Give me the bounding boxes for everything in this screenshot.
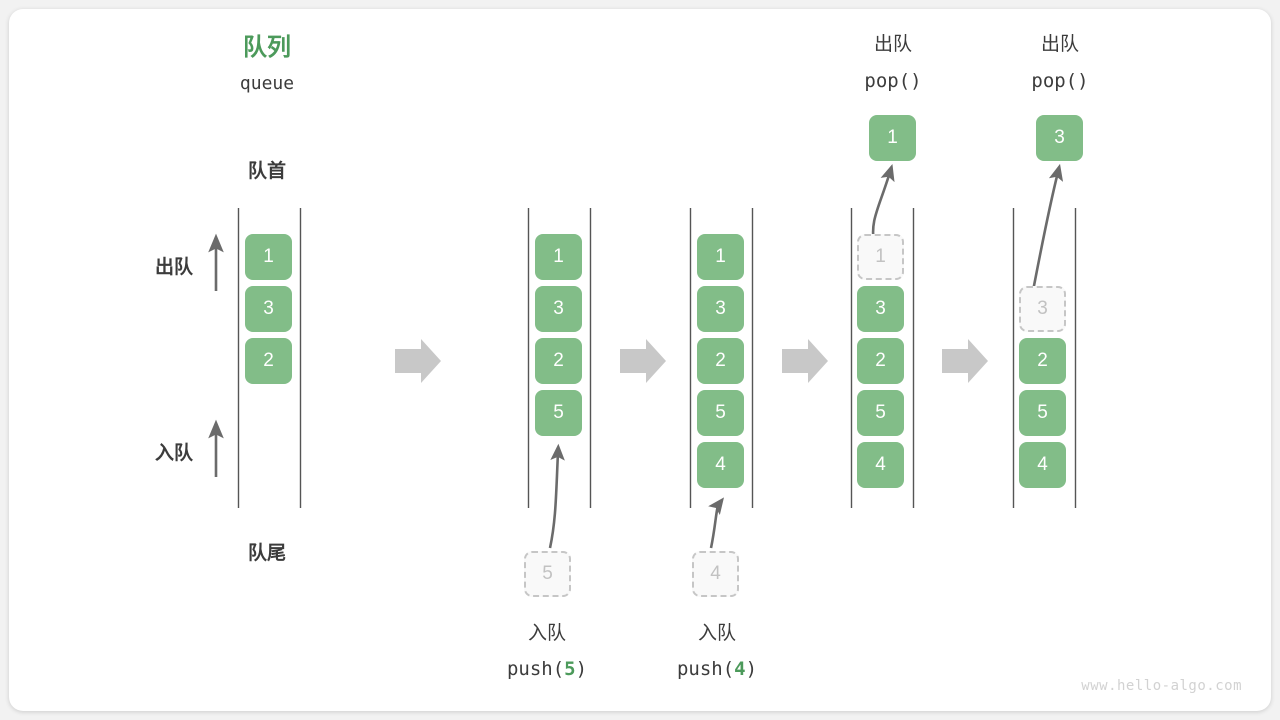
operation-code: pop(): [864, 70, 922, 92]
enqueue-direction-label: 入队: [154, 443, 193, 464]
queue-cell: 2: [857, 338, 904, 384]
operation-code: pop(): [1031, 70, 1089, 92]
operation-label-cn: 出队: [1040, 34, 1079, 55]
page-title-en: queue: [239, 73, 295, 94]
popped-cell: 3: [1036, 115, 1083, 161]
queue-cell: 3: [697, 286, 744, 332]
front-label: 队首: [247, 161, 286, 182]
queue-cell: 5: [857, 390, 904, 436]
step-arrow-3: [782, 339, 828, 383]
queue-rails-2: [689, 208, 754, 508]
watermark: www.hello-algo.com: [1081, 678, 1242, 694]
dequeue-direction-label: 出队: [154, 257, 193, 278]
pop-arrow-1: [871, 164, 895, 244]
queue-cell: 1: [245, 234, 292, 280]
step-arrow-1: [395, 339, 441, 383]
queue-cell: 5: [1019, 390, 1066, 436]
queue-cell: 2: [535, 338, 582, 384]
queue-cell: 5: [697, 390, 744, 436]
queue-rails-0: [237, 208, 302, 508]
operation-code-value: 5: [564, 658, 576, 680]
operation-code-prefix: push(: [676, 658, 735, 680]
queue-cell: 4: [857, 442, 904, 488]
operation-code-suffix: ): [575, 658, 588, 680]
queue-cell: 1: [535, 234, 582, 280]
queue-cell: 1: [697, 234, 744, 280]
queue-cell: 2: [245, 338, 292, 384]
operation-code: push(5): [477, 660, 617, 679]
step-arrow-4: [942, 339, 988, 383]
queue-rails-3: [850, 208, 915, 508]
rear-label: 队尾: [247, 543, 286, 564]
queue-cell: 4: [697, 442, 744, 488]
page-title-cn: 队列: [243, 34, 291, 61]
incoming-ghost-cell: 5: [524, 551, 571, 597]
operation-code-value: 4: [734, 658, 746, 680]
popped-cell: 1: [869, 115, 916, 161]
operation-code-prefix: push(: [506, 658, 565, 680]
step-arrow-2: [620, 339, 666, 383]
operation-code: push(4): [647, 660, 787, 679]
operation-label-cn: 入队: [697, 623, 736, 644]
queue-cell: 2: [697, 338, 744, 384]
incoming-arrow-5: [548, 443, 565, 549]
queue-cell: 2: [1019, 338, 1066, 384]
queue-cell: 5: [535, 390, 582, 436]
incoming-ghost-cell: 4: [692, 551, 739, 597]
queue-cell: 3: [535, 286, 582, 332]
dequeued-ghost-cell: 1: [857, 234, 904, 280]
queue-rails-4: [1012, 208, 1077, 508]
operation-code-suffix: ): [745, 658, 758, 680]
dequeued-ghost-cell: 3: [1019, 286, 1066, 332]
queue-cell: 4: [1019, 442, 1066, 488]
queue-cell: 3: [245, 286, 292, 332]
operation-label-cn: 入队: [527, 623, 566, 644]
queue-rails-1: [527, 208, 592, 508]
pop-arrow-3: [1030, 163, 1064, 297]
incoming-arrow-4: [708, 497, 724, 549]
queue-cell: 3: [857, 286, 904, 332]
operation-label-cn: 出队: [873, 34, 912, 55]
